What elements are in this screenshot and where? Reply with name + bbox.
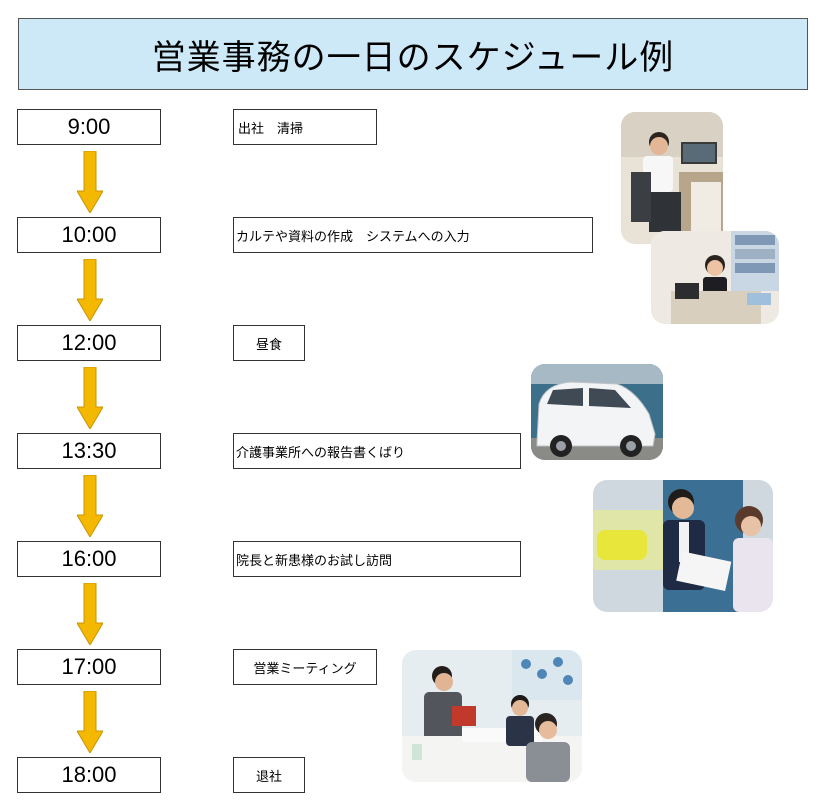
down-arrow-icon (77, 151, 103, 213)
sales-meeting-photo (402, 650, 582, 782)
time-box-1000: 10:00 (17, 217, 161, 253)
office-woman-at-desk-photo (651, 231, 779, 324)
down-arrow-icon (77, 475, 103, 537)
time-box-1800: 18:00 (17, 757, 161, 793)
staff-visit-photo (593, 480, 773, 612)
down-arrow-icon (77, 259, 103, 321)
task-box-sales-meeting: 営業ミーティング (233, 649, 377, 685)
time-box-1330: 13:30 (17, 433, 161, 469)
task-box-lunch: 昼食 (233, 325, 305, 361)
time-box-1200: 12:00 (17, 325, 161, 361)
page-title: 営業事務の一日のスケジュール例 (152, 30, 675, 79)
task-box-arrival: 出社 清掃 (233, 109, 377, 145)
down-arrow-icon (77, 583, 103, 645)
down-arrow-icon (77, 367, 103, 429)
down-arrow-icon (77, 691, 103, 753)
page-title-banner: 営業事務の一日のスケジュール例 (18, 18, 808, 90)
task-box-documents: カルテや資料の作成 システムへの入力 (233, 217, 593, 253)
task-box-leave: 退社 (233, 757, 305, 793)
office-man-on-phone-photo (621, 112, 723, 244)
task-box-report-delivery: 介護事業所への報告書くばり (233, 433, 521, 469)
white-company-car-photo (531, 364, 663, 460)
time-box-1600: 16:00 (17, 541, 161, 577)
time-box-0900: 9:00 (17, 109, 161, 145)
time-box-1700: 17:00 (17, 649, 161, 685)
task-box-trial-visit: 院長と新患様のお試し訪問 (233, 541, 521, 577)
